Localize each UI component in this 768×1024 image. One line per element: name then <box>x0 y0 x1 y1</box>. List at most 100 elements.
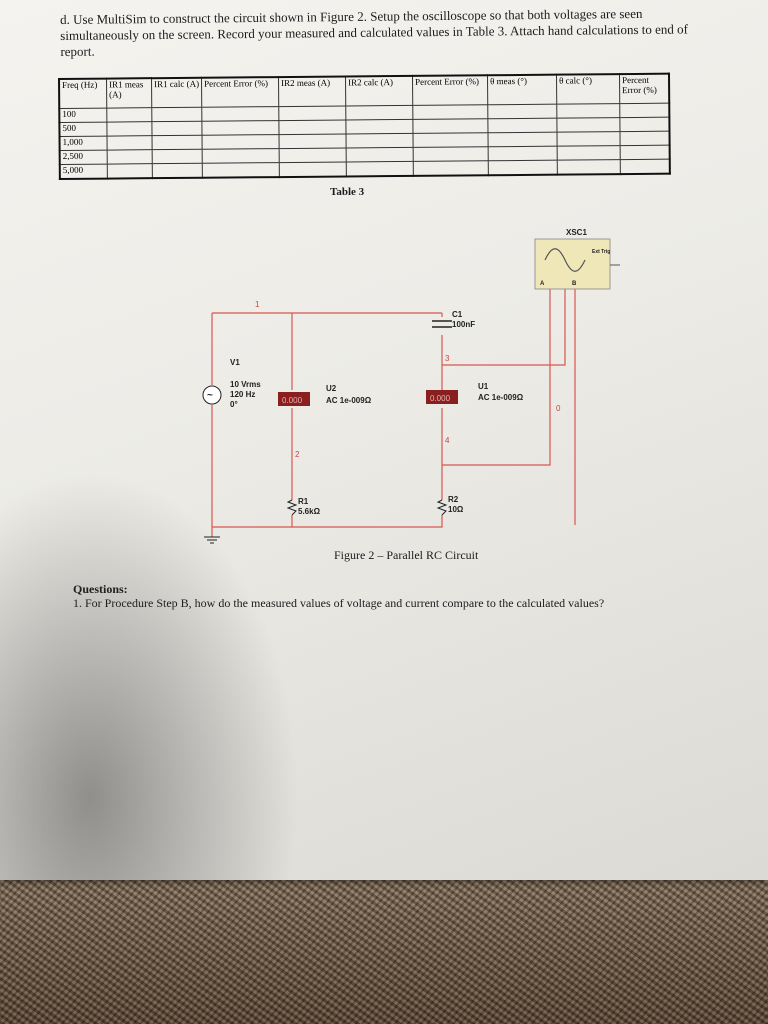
r2-name: R2 <box>448 495 459 504</box>
freq-cell: 5,000 <box>59 163 108 179</box>
table-cell[interactable] <box>201 106 279 122</box>
table-cell[interactable] <box>412 104 488 120</box>
table-cell[interactable] <box>345 105 413 120</box>
table-cell[interactable] <box>556 131 621 147</box>
table-cell[interactable] <box>202 162 280 178</box>
instruction-paragraph: d. Use MultiSim to construct the circuit… <box>60 5 710 60</box>
table-cell[interactable] <box>620 145 670 160</box>
questions-heading: Questions: <box>73 582 128 596</box>
table-cell[interactable] <box>413 160 489 176</box>
source-voltage: 10 Vrms <box>230 380 261 389</box>
table-cell[interactable] <box>151 121 203 136</box>
source-frequency: 120 Hz <box>230 390 255 399</box>
u1-reading: 0.000 <box>430 394 451 403</box>
freq-cell: 500 <box>59 122 108 137</box>
c1-value: 100nF <box>452 320 475 329</box>
ground-symbol <box>204 536 220 544</box>
table-cell[interactable] <box>278 105 346 121</box>
instruction-text: Use MultiSim to construct the circuit sh… <box>60 5 689 59</box>
table-cell[interactable] <box>412 132 489 148</box>
col-ir2-calc-header: IR2 calc (A) <box>345 75 413 106</box>
table-cell[interactable] <box>279 161 347 178</box>
u2-reading: 0.000 <box>282 396 303 405</box>
col-pe2-header: Percent Error (%) <box>412 75 488 106</box>
table-cell[interactable] <box>412 118 488 134</box>
resistor-r2: R2 10Ω <box>436 495 464 516</box>
table-cell[interactable] <box>488 146 558 161</box>
table-cell[interactable] <box>106 121 153 137</box>
table-cell[interactable] <box>619 131 670 146</box>
paper-sheet: d. Use MultiSim to construct the circuit… <box>0 0 768 880</box>
table-cell[interactable] <box>202 148 280 164</box>
node-1-label: 1 <box>255 300 260 309</box>
scope-ext-trig: Ext Trig <box>592 249 610 255</box>
table-cell[interactable] <box>106 107 152 123</box>
col-theta-calc-header: θ calc (°) <box>556 74 620 105</box>
col-ir2-meas-header: IR2 meas (A) <box>278 76 346 107</box>
oscilloscope-xsc1: XSC1 A B Ext Trig <box>534 228 620 290</box>
table-cell[interactable] <box>619 103 670 118</box>
u2-value: AC 1e-009Ω <box>326 396 372 405</box>
node-2-label: 2 <box>295 450 300 459</box>
freq-cell: 2,500 <box>59 149 108 165</box>
table-cell[interactable] <box>620 159 670 175</box>
u2-name: U2 <box>326 384 337 393</box>
svg-text:~: ~ <box>207 390 213 401</box>
node-4-label: 4 <box>445 436 450 445</box>
col-ir1-calc-header: IR1 calc (A) <box>151 77 202 108</box>
node-3-label: 3 <box>445 354 450 363</box>
col-pe1-header: Percent Error (%) <box>201 77 279 108</box>
table-cell[interactable] <box>345 119 413 134</box>
table-cell[interactable] <box>152 135 203 150</box>
table-cell[interactable] <box>278 119 346 135</box>
table-cell[interactable] <box>556 103 620 119</box>
table-cell[interactable] <box>557 145 621 161</box>
table-cell[interactable] <box>345 133 414 148</box>
table-cell[interactable] <box>152 163 203 179</box>
table-cell[interactable] <box>151 107 202 122</box>
r1-name: R1 <box>298 497 309 506</box>
carpet-background <box>0 870 768 1024</box>
table-cell[interactable] <box>107 163 153 179</box>
u1-value: AC 1e-009Ω <box>478 393 524 402</box>
source-name: V1 <box>230 358 240 367</box>
col-pe3-header: Percent Error (%) <box>619 73 670 104</box>
table-cell[interactable] <box>556 117 620 133</box>
u1-name: U1 <box>478 382 489 391</box>
node-0-label: 0 <box>556 404 561 413</box>
table-cell[interactable] <box>152 149 203 164</box>
instruction-label: d. <box>60 11 70 27</box>
table-cell[interactable] <box>487 104 557 119</box>
table-caption: Table 3 <box>330 186 365 198</box>
table-cell[interactable] <box>557 159 621 175</box>
table-cell[interactable] <box>346 161 414 177</box>
question-1: 1. For Procedure Step B, how do the meas… <box>73 596 605 610</box>
table-cell[interactable] <box>413 146 489 162</box>
r1-value: 5.6kΩ <box>298 507 321 516</box>
figure-caption: Figure 2 – Parallel RC Circuit <box>334 548 479 562</box>
freq-cell: 100 <box>59 108 107 123</box>
table-cell[interactable] <box>107 149 153 164</box>
col-freq-header: Freq (Hz) <box>59 78 107 109</box>
table-cell[interactable] <box>279 133 347 149</box>
table-cell[interactable] <box>201 120 280 136</box>
c1-name: C1 <box>452 310 463 319</box>
table-cell[interactable] <box>107 135 153 150</box>
source-v1: ~ V1 10 Vrms 120 Hz 0° <box>202 358 261 409</box>
circuit-schematic: ~ V1 10 Vrms 120 Hz 0° 0.000 U2 AC 1e-00… <box>202 228 620 544</box>
freq-cell: 1,000 <box>59 136 108 151</box>
table-cell[interactable] <box>487 132 558 147</box>
table-cell[interactable] <box>488 160 558 176</box>
circuit-wires <box>211 287 576 537</box>
scope-port-b: B <box>572 281 577 287</box>
col-theta-meas-header: θ meas (°) <box>487 74 557 105</box>
table-cell[interactable] <box>279 147 347 163</box>
scope-port-a: A <box>540 281 545 287</box>
col-ir1-meas-header: IR1 meas (A) <box>106 78 152 109</box>
resistor-r1: R1 5.6kΩ <box>286 497 321 516</box>
table-cell[interactable] <box>346 147 414 162</box>
table-cell[interactable] <box>202 134 280 150</box>
ammeter-u1: 0.000 U1 AC 1e-009Ω <box>426 382 524 404</box>
table-cell[interactable] <box>619 117 670 132</box>
table-cell[interactable] <box>487 118 557 133</box>
